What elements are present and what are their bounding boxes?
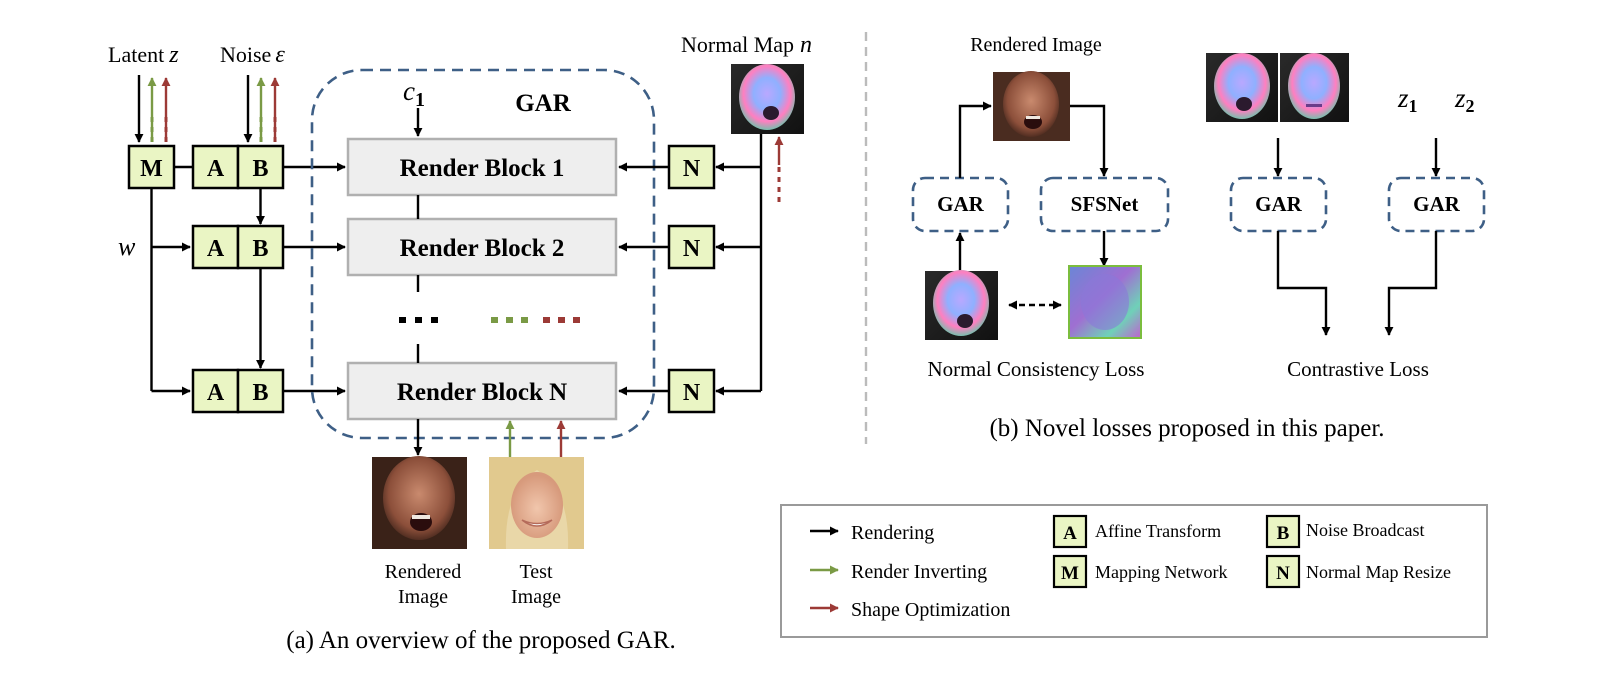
legend-rendering-label: Rendering	[851, 522, 934, 544]
render-block-1	[346, 137, 618, 197]
test-image-caption: Image	[511, 586, 561, 608]
noise-box-label: B	[252, 380, 268, 406]
normal-consistency-label: Normal Consistency Loss	[928, 357, 1145, 381]
legend-affine-key	[1052, 514, 1088, 549]
gar2-to-loss-arrow	[1384, 231, 1438, 336]
gar-box-label: GAR	[1413, 192, 1461, 216]
gar-to-rendered-arrow	[958, 101, 992, 178]
legend-box	[780, 504, 1488, 638]
mapping-box-label: M	[140, 156, 163, 182]
sfsnet-box-label: SFSNet	[1071, 192, 1139, 216]
ab-row-1: A B	[191, 144, 285, 190]
legend-normal-label: Normal Map Resize	[1306, 562, 1451, 582]
c1-symbol: c1	[403, 76, 425, 111]
gar-container	[310, 68, 656, 440]
legend-noise-label: Noise Broadcast	[1306, 520, 1424, 540]
affine-box-label: A	[207, 156, 225, 182]
normal-map-image	[731, 64, 804, 134]
caption-a: (a) An overview of the proposed GAR.	[286, 627, 676, 654]
legend-noise-key-label: B	[1277, 523, 1290, 544]
test-image-caption: Test	[519, 561, 552, 583]
legend-affine-key-label: A	[1063, 523, 1077, 544]
gar-title: GAR	[515, 90, 572, 117]
ellipsis-red	[543, 317, 580, 323]
rendered-image-caption: Image	[398, 586, 448, 608]
gar-box-label: GAR	[1255, 192, 1303, 216]
normal-box-label: N	[683, 380, 701, 406]
noise-box-label: B	[252, 236, 268, 262]
legend-affine-label: Affine Transform	[1095, 521, 1221, 541]
render-block-n-label: Render Block N	[397, 379, 567, 406]
gar-box-label: GAR	[937, 192, 985, 216]
legend-mapping-key-label: M	[1061, 563, 1079, 584]
legend-normal-key	[1265, 554, 1301, 589]
ab-row-2: A B	[191, 224, 285, 270]
rendered-image-label-b: Rendered Image	[970, 34, 1102, 56]
legend-normal-key-label: N	[1276, 563, 1290, 584]
rendered-to-sfsnet-arrow	[1070, 104, 1109, 177]
noise-box-label: B	[252, 156, 268, 182]
render-block-2	[346, 217, 618, 277]
rendered-image-caption: Rendered	[385, 561, 462, 583]
contrastive-normal-image-2	[1280, 53, 1349, 122]
legend-mapping-label: Mapping Network	[1095, 562, 1227, 582]
z1-symbol: z1	[1397, 83, 1418, 116]
normal-input-image	[925, 270, 998, 340]
w-symbol: w	[118, 232, 136, 261]
render-block-2-label: Render Block 2	[400, 235, 565, 262]
normal-box-label: N	[683, 156, 701, 182]
affine-box-label: A	[207, 380, 225, 406]
legend-shape-label: Shape Optimization	[851, 599, 1010, 621]
legend-mapping-key	[1052, 554, 1088, 589]
sfsnet-box	[1039, 176, 1170, 233]
ab-row-n: A B	[191, 368, 285, 414]
legend-inverting-label: Render Inverting	[851, 561, 987, 583]
render-block-n	[346, 361, 618, 421]
rendered-image-a	[372, 456, 467, 549]
normal-box-label: N	[683, 236, 701, 262]
contrastive-normal-image-1	[1206, 53, 1278, 122]
ellipsis-black	[399, 317, 438, 323]
normal-resize-box-n	[667, 368, 716, 414]
caption-b: (b) Novel losses proposed in this paper.	[989, 415, 1384, 442]
ellipsis-green	[491, 317, 528, 323]
affine-box-label: A	[207, 236, 225, 262]
gar1-to-loss-arrow	[1276, 231, 1331, 336]
z2-symbol: z2	[1454, 83, 1475, 116]
rendered-image-b	[993, 71, 1070, 141]
contrastive-loss-label: Contrastive Loss	[1287, 357, 1429, 381]
sfsnet-normal-image	[1068, 265, 1142, 339]
legend-noise-key	[1265, 514, 1301, 549]
render-block-1-label: Render Block 1	[400, 155, 565, 182]
test-image	[489, 457, 584, 549]
